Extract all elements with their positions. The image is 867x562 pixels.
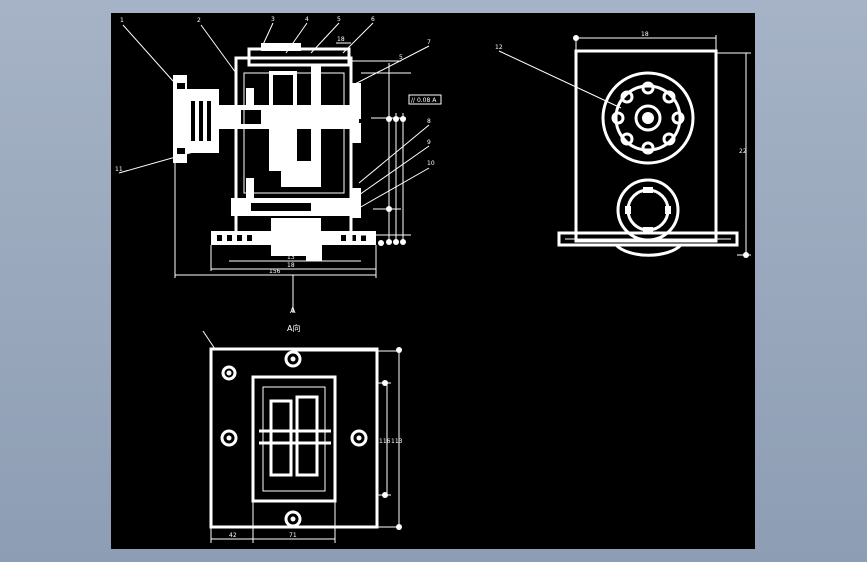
part-balloons: 1 2 3 4 5 6 7 8 9 10 11 12 [115,16,503,173]
a-direction-view: 42 71 116 113 [202,330,403,543]
dim-av-right-2: 113 [391,438,403,445]
tolerance-frame: // 0.08 A [411,97,437,104]
part-label-4: 4 [305,16,309,23]
part-label-3: 3 [271,16,275,23]
cad-drawing: 1 2 3 4 5 6 7 8 9 10 11 12 18 [115,16,751,543]
part-label-6: 6 [371,16,375,23]
dim-av-bottom-left: 42 [229,532,237,539]
leader-lines [118,22,622,209]
dim-top: 18 [337,36,345,43]
dim-av-right-1: 116 [379,438,391,445]
part-label-8: 8 [427,118,431,125]
front-section-view [173,43,376,261]
dim-bottom-3: 156 [269,268,281,275]
front-dimensions [174,42,442,313]
dim-av-bottom-right: 71 [289,532,297,539]
dim-bottom-2: 18 [287,262,295,269]
part-label-5: 5 [337,16,341,23]
drawing-canvas: 1 2 3 4 5 6 7 8 9 10 11 12 18 [111,13,755,549]
part-label-7: 7 [427,39,431,46]
part-label-10: 10 [427,160,435,167]
part-label-9: 9 [427,139,431,146]
view-title: A向 [287,323,300,333]
part-label-11: 11 [115,166,123,173]
part-label-2: 2 [197,17,201,24]
part-label-12: 12 [495,44,503,51]
dim-side-right: 22 [739,148,747,155]
part-label-1: 1 [120,17,124,24]
dim-bottom-1: 13 [287,254,295,261]
dim-right-small: 5 [399,54,403,61]
view-arrow-label: A [290,306,296,315]
side-view: 18 22 [557,31,751,258]
dim-side-top: 18 [641,31,649,38]
